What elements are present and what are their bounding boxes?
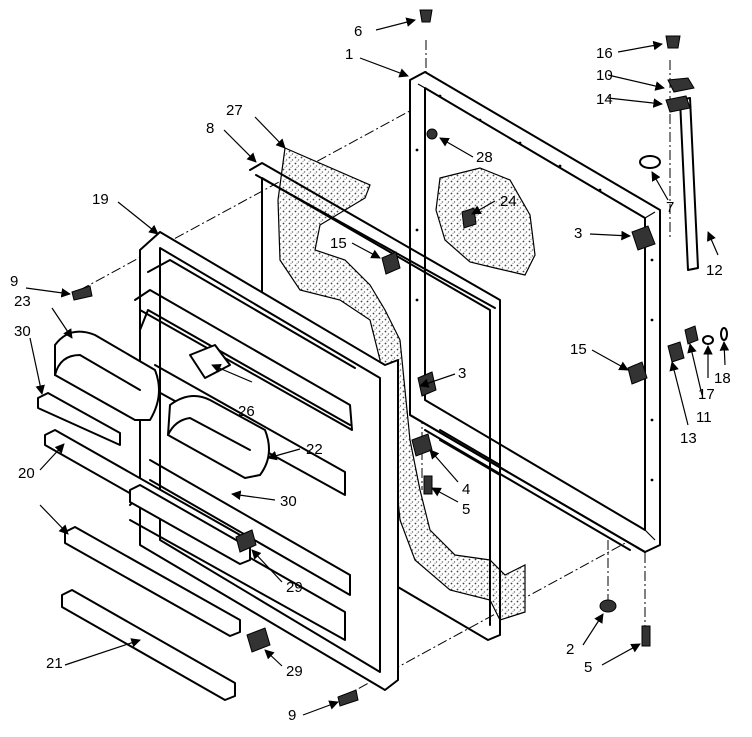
- callout-30-upper: 30: [14, 323, 31, 340]
- bar-retainer-upper: [235, 529, 257, 553]
- foam-insulation: [277, 147, 526, 621]
- door-gasket: [249, 162, 501, 641]
- callout-17: 17: [698, 386, 715, 403]
- callout-4: 4: [462, 481, 470, 498]
- callout-29-lower: 29: [286, 663, 303, 680]
- callout-30-lower: 30: [280, 493, 297, 510]
- callout-27: 27: [226, 102, 243, 119]
- callout-18: 18: [714, 370, 731, 387]
- callout-28: 28: [476, 149, 493, 166]
- callout-9-lower: 9: [288, 707, 296, 724]
- callout-10: 10: [596, 67, 613, 84]
- callout-1: 1: [345, 46, 353, 63]
- door-shelf-bars: [44, 429, 251, 701]
- callout-26: 26: [238, 403, 255, 420]
- callout-16: 16: [596, 45, 613, 62]
- callout-5-lower: 5: [584, 659, 592, 676]
- leader-lines: [25, 17, 730, 716]
- callout-11: 11: [696, 409, 712, 426]
- callout-15-upper: 15: [330, 235, 347, 252]
- callout-7: 7: [666, 199, 674, 216]
- callout-5-upper: 5: [462, 501, 470, 518]
- callout-29-upper: 29: [286, 579, 303, 596]
- panel-rivets: [415, 94, 654, 482]
- callout-23: 23: [14, 293, 31, 310]
- callout-14: 14: [596, 91, 613, 108]
- callout-22: 22: [306, 441, 323, 458]
- callout-9-upper: 9: [10, 273, 18, 290]
- bar-retainer-lower: [246, 627, 271, 653]
- callout-19: 19: [92, 191, 109, 208]
- callout-6: 6: [354, 23, 362, 40]
- callout-20-upper: 20: [18, 465, 35, 482]
- callout-labels: 6 1 16 10 14 27 8 28 24 7 19 3 15 12 9 2…: [10, 23, 731, 724]
- callout-21: 21: [46, 655, 63, 672]
- callout-2: 2: [566, 641, 574, 658]
- hinge-and-handle-hardware: [71, 9, 728, 707]
- callout-3-upper: 3: [574, 225, 582, 242]
- callout-24: 24: [500, 193, 517, 210]
- access-cover: [435, 167, 536, 276]
- callout-15-lower: 15: [570, 341, 587, 358]
- callout-3-lower: 3: [458, 365, 466, 382]
- outer-door-panel: [409, 71, 661, 553]
- callout-12: 12: [706, 262, 723, 279]
- callout-8: 8: [206, 120, 214, 137]
- door-bins: [37, 330, 270, 479]
- callout-13: 13: [680, 430, 697, 447]
